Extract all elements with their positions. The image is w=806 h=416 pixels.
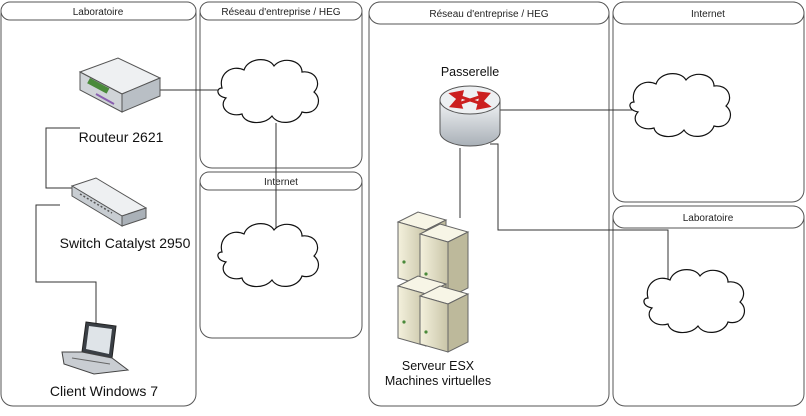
right-diagram: Réseau d'entreprise / HEG Internet Labor… bbox=[368, 1, 805, 407]
laptop-icon bbox=[61, 321, 130, 375]
esx-server-icon bbox=[396, 211, 470, 353]
gateway-label: Passerelle bbox=[441, 65, 499, 79]
router-label: Routeur 2621 bbox=[79, 129, 164, 145]
server-label-line2: Machines virtuelles bbox=[385, 374, 491, 388]
switch-label: Switch Catalyst 2950 bbox=[60, 235, 191, 251]
left-connections bbox=[35, 89, 277, 330]
switch-2950-icon bbox=[70, 177, 148, 227]
panel-title-internet: Internet bbox=[264, 177, 298, 188]
panel-title-reseau: Réseau d'entreprise / HEG bbox=[221, 7, 340, 18]
panel-title-laboratoire-right: Laboratoire bbox=[683, 213, 734, 224]
router-2621-icon bbox=[78, 57, 162, 113]
panel-title-reseau-right: Réseau d'entreprise / HEG bbox=[429, 9, 548, 20]
gateway-router-icon bbox=[439, 85, 501, 147]
right-connections bbox=[459, 109, 669, 290]
client-label: Client Windows 7 bbox=[50, 383, 158, 399]
panel-reseau-right: Réseau d'entreprise / HEG bbox=[368, 1, 610, 407]
router-arrows-icon bbox=[448, 90, 492, 110]
left-diagram: Laboratoire Réseau d'entreprise / HEG In… bbox=[0, 1, 363, 407]
server-label-line1: Serveur ESX bbox=[402, 359, 475, 373]
panel-title-laboratoire: Laboratoire bbox=[73, 7, 124, 18]
panel-title-internet-right: Internet bbox=[691, 9, 725, 20]
server-unit bbox=[418, 285, 470, 353]
